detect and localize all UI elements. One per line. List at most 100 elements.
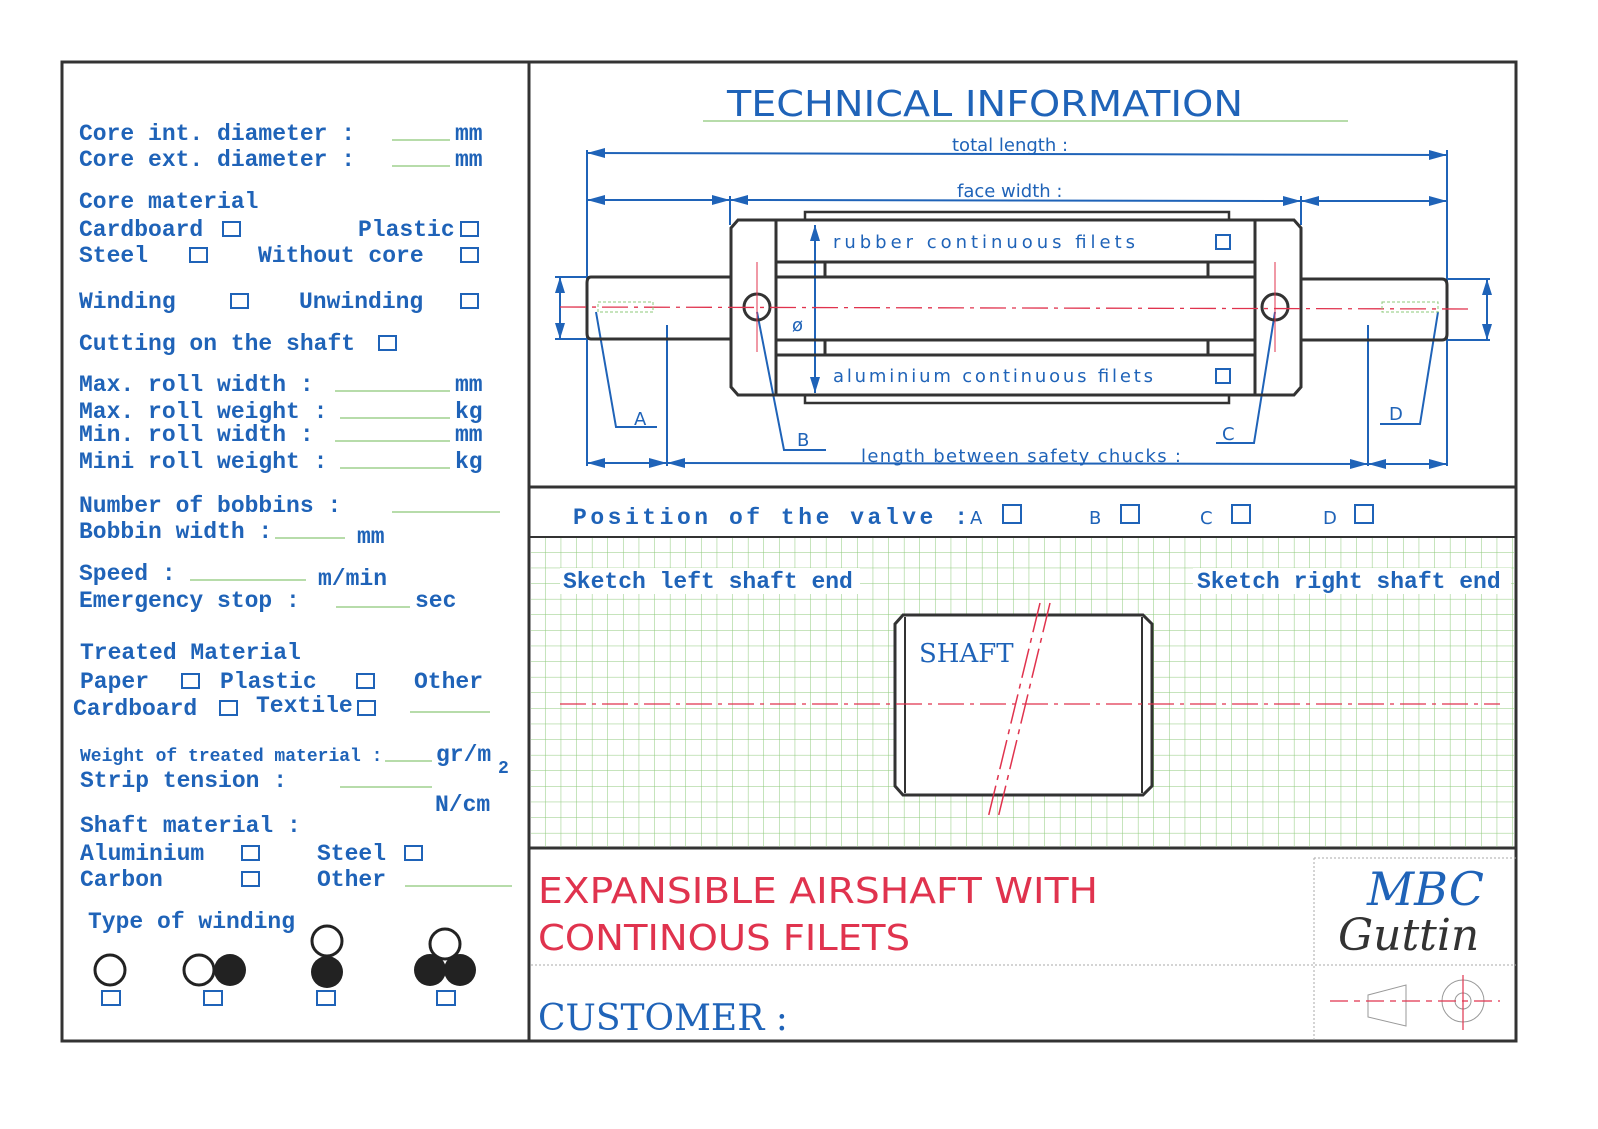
diameter-symbol: ø (792, 315, 803, 336)
winding-single-icon (93, 953, 127, 987)
rubber-filets-checkbox[interactable] (1215, 234, 1231, 250)
winding-type-4-checkbox[interactable] (436, 990, 456, 1006)
unit: mm (455, 147, 483, 173)
face-width-label: face width : (957, 181, 1062, 202)
title-block: EXPANSIBLE AIRSHAFT WITH CONTINOUS FILET… (531, 857, 1516, 1041)
unit: kg (455, 449, 483, 475)
winding-triple-icon (414, 927, 476, 986)
unit: kg (455, 399, 483, 425)
label: Weight of treated material : (80, 747, 382, 767)
sketch-area[interactable]: Sketch left shaft end Sketch right shaft… (531, 538, 1515, 847)
winding-type-3-checkbox[interactable] (316, 990, 336, 1006)
unit-subscript: 2 (498, 759, 509, 779)
winding-type-1-checkbox[interactable] (101, 990, 121, 1006)
label: Cutting on the shaft (79, 331, 355, 357)
winding-checkbox[interactable] (230, 293, 249, 309)
valve-option-b: B (1089, 508, 1101, 529)
product-title-line2: CONTINOUS FILETS (538, 918, 910, 959)
core-steel-checkbox[interactable] (189, 247, 208, 263)
core-plastic-checkbox[interactable] (460, 221, 479, 237)
thread-hole (597, 301, 654, 313)
core-material-heading: Core material (79, 189, 258, 215)
winding-double-vertical-icon (310, 924, 344, 988)
winding-type-2-checkbox[interactable] (203, 990, 223, 1006)
technical-title: TECHNICAL INFORMATION (726, 84, 1243, 125)
aluminium-filets-checkbox[interactable] (1215, 368, 1231, 384)
label: Steel (317, 841, 386, 867)
aluminium-checkbox[interactable] (241, 845, 260, 861)
valve-c-checkbox[interactable] (1231, 504, 1251, 524)
label: Speed : (79, 561, 176, 587)
dimension-arrows (555, 148, 1492, 469)
sketch-left-label: Sketch left shaft end (563, 569, 853, 595)
carbon-checkbox[interactable] (241, 871, 260, 887)
label: Other (414, 669, 483, 695)
sketch-right-label: Sketch right shaft end (1197, 569, 1501, 595)
technical-drawing: TECHNICAL INFORMATION (555, 84, 1492, 469)
point-a-label: A (634, 409, 647, 430)
left-form: Core int. diameter : mm Core ext. diamet… (73, 121, 512, 1006)
unit: sec (415, 588, 456, 614)
customer-label: CUSTOMER : (538, 998, 788, 1039)
label: Steel (79, 243, 148, 269)
valve-a-checkbox[interactable] (1002, 504, 1022, 524)
total-length-label: total length : (952, 135, 1068, 156)
unit: mm (455, 372, 483, 398)
cardboard-checkbox[interactable] (219, 700, 238, 716)
label: Plastic (220, 669, 317, 695)
unit: m/min (318, 566, 387, 592)
outer-frame (60, 60, 1518, 1043)
label: Paper (80, 669, 149, 695)
steel-checkbox[interactable] (404, 845, 423, 861)
valve-label: Position of the valve : (573, 505, 968, 531)
textile-checkbox[interactable] (357, 700, 376, 716)
label: Strip tension : (80, 768, 287, 794)
label: Cardboard (79, 217, 203, 243)
point-c-label: C (1222, 424, 1235, 445)
core-int-label: Core int. diameter : (79, 121, 355, 147)
unit: mm (357, 524, 385, 550)
valve-option-a: A (970, 508, 983, 529)
label: Min. roll width : (79, 422, 314, 448)
type-of-winding-heading: Type of winding (88, 909, 295, 935)
unwinding-checkbox[interactable] (460, 293, 479, 309)
unit: mm (455, 121, 483, 147)
brand-logo-guttin: Guttin (1338, 910, 1479, 961)
label: Emergency stop : (79, 588, 300, 614)
thread-hole (1381, 301, 1439, 313)
product-title-line1: EXPANSIBLE AIRSHAFT WITH (538, 871, 1098, 912)
label: Without core (258, 243, 424, 269)
brand-logo-mbc: MBC (1366, 862, 1484, 916)
winding-double-horizontal-icon (182, 953, 246, 987)
length-between-chucks-label: length between safety chucks : (861, 446, 1181, 467)
valve-d-checkbox[interactable] (1354, 504, 1374, 524)
point-d-label: D (1389, 404, 1403, 425)
plastic-checkbox[interactable] (356, 673, 375, 689)
valve-b-checkbox[interactable] (1120, 504, 1140, 524)
aluminium-filets-label: aluminium continuous filets (833, 366, 1153, 387)
centerline (559, 306, 1471, 310)
label: Plastic (358, 217, 455, 243)
valve-position-row: Position of the valve : A B C D (573, 504, 1374, 531)
rubber-filets-label: rubber continuous filets (833, 232, 1135, 253)
core-cardboard-checkbox[interactable] (222, 221, 241, 237)
valve-option-d: D (1323, 508, 1337, 529)
label: Carbon (80, 867, 163, 893)
treated-material-heading: Treated Material (80, 640, 301, 666)
valve-option-c: C (1200, 508, 1213, 529)
unit: gr/m (436, 742, 491, 768)
point-b-label: B (797, 430, 809, 451)
without-core-checkbox[interactable] (460, 247, 479, 263)
label: Aluminium (80, 841, 204, 867)
label: Textile (256, 693, 353, 719)
label: Mini roll weight : (79, 449, 327, 475)
projection-symbol-icon (1330, 975, 1500, 1030)
cutting-checkbox[interactable] (378, 335, 397, 351)
paper-checkbox[interactable] (181, 673, 200, 689)
core-ext-label: Core ext. diameter : (79, 147, 355, 173)
label: Other (317, 867, 386, 893)
unit: N/cm (435, 792, 490, 818)
label: Number of bobbins : (79, 493, 341, 519)
label: Max. roll weight : (79, 399, 327, 425)
